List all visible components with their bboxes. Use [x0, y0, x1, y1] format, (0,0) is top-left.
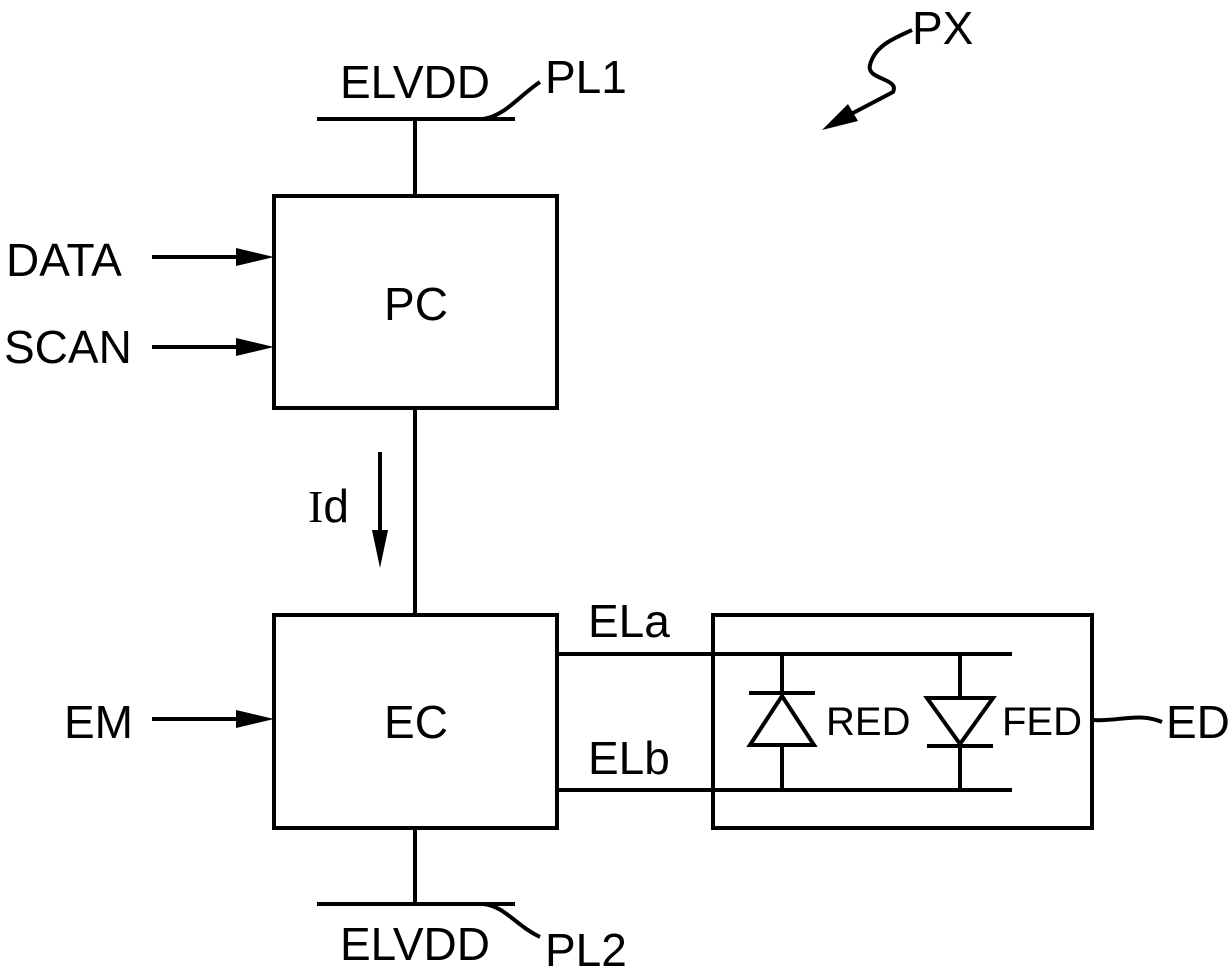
current-arrow-head [372, 530, 388, 568]
pl1-leader [483, 82, 540, 119]
current-label: Id [308, 480, 349, 532]
ed-label: ED [1166, 696, 1230, 748]
ec-label: EC [384, 696, 448, 748]
fed-diode-label: FED [1002, 700, 1082, 744]
data-input-label: DATA [6, 234, 122, 286]
pc-label: PC [384, 278, 448, 330]
scan-input-label: SCAN [4, 321, 132, 373]
elb-label: ELb [588, 732, 670, 784]
red-diode [749, 654, 815, 790]
elvdd-bottom-label: ELVDD [340, 918, 490, 970]
pl2-leader [483, 904, 540, 937]
pixel-label: PX [912, 2, 973, 54]
em-input-label: EM [64, 696, 133, 748]
scan-input-arrow [236, 338, 274, 356]
data-input-arrow [236, 248, 274, 266]
fed-diode [927, 654, 993, 790]
em-input-arrow [236, 710, 274, 728]
ed-leader [1092, 717, 1162, 722]
pl1-label: PL1 [545, 51, 627, 103]
pl2-label: PL2 [545, 924, 627, 975]
px-arrow-head [822, 104, 858, 130]
ela-label: ELa [588, 595, 670, 647]
elvdd-top-label: ELVDD [340, 56, 490, 108]
red-diode-label: RED [826, 700, 910, 744]
